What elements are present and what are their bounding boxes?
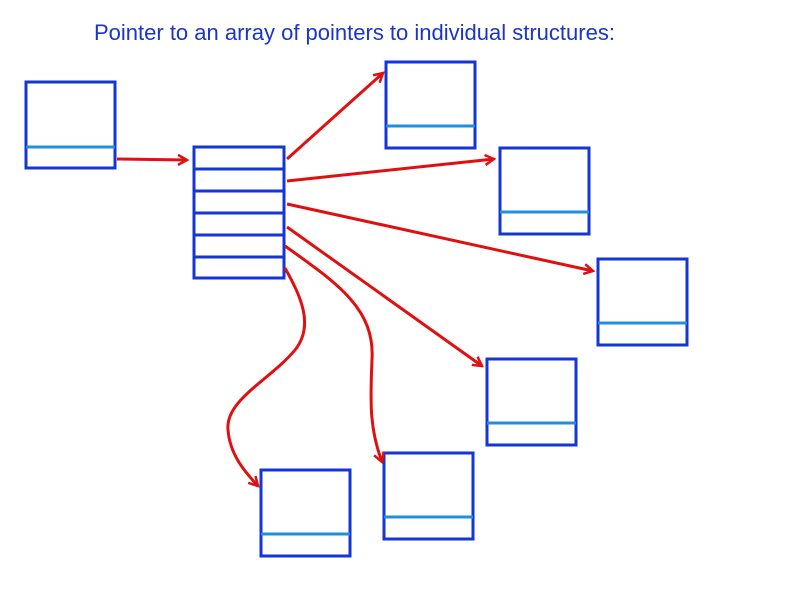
pointer-variable-box [24, 80, 117, 170]
pointer-array [192, 145, 286, 280]
slot-3-arrow [286, 202, 593, 271]
slot-4-arrow [286, 225, 482, 366]
slot-5-arrow [284, 244, 382, 462]
structure-box-6 [259, 468, 352, 558]
structure-box-3 [596, 257, 689, 347]
structure-box-2 [498, 146, 591, 236]
slot-1-arrow [285, 73, 383, 161]
structure-box-4 [485, 357, 578, 447]
slot-2-arrow [286, 159, 494, 183]
pointer-to-array-arrow [116, 159, 187, 160]
slot-6-arrow [226, 267, 306, 486]
structure-box-1 [384, 60, 477, 150]
diagram-title: Pointer to an array of pointers to indiv… [94, 20, 615, 45]
structure-box-5 [382, 451, 475, 541]
